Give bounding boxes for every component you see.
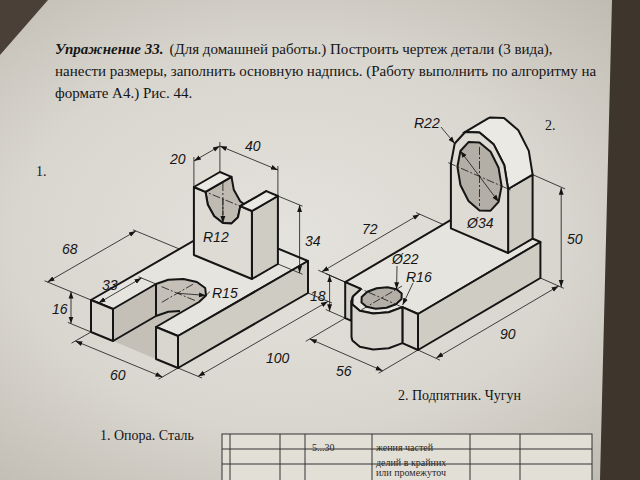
label-holder: 68 bbox=[62, 240, 78, 258]
dimension: 50 bbox=[567, 231, 583, 247]
part-thrust-bearing bbox=[345, 118, 540, 350]
label-holder: жения частей bbox=[376, 437, 433, 455]
dimension: 33 bbox=[102, 277, 118, 293]
label-holder: 72 bbox=[362, 220, 378, 238]
dimension: 40 bbox=[245, 138, 261, 154]
label-holder: 33 bbox=[102, 276, 118, 294]
label-holder: 100 bbox=[266, 349, 289, 367]
label-holder: 56 bbox=[336, 362, 352, 380]
label-holder: R15 bbox=[212, 284, 238, 302]
label-holder: 90 bbox=[500, 325, 516, 343]
table-cell: жения частей bbox=[376, 442, 433, 453]
label-holder: 34 bbox=[305, 232, 321, 250]
dimension: 16 bbox=[52, 301, 68, 317]
dimension: 56 bbox=[336, 363, 352, 379]
label-holder: R16 bbox=[406, 268, 432, 286]
diameter-dimension: Ø22 bbox=[392, 251, 418, 267]
label-holder: 5...30 bbox=[312, 437, 335, 455]
label-holder: 1. Опора. Сталь bbox=[100, 426, 194, 444]
radius-dimension: R16 bbox=[406, 269, 432, 285]
label-holder: 40 bbox=[245, 137, 261, 155]
dimension: 100 bbox=[266, 350, 289, 366]
figure-number: 2. bbox=[545, 118, 556, 133]
label-holder: Ø22 bbox=[392, 250, 418, 268]
radius-dimension: R22 bbox=[414, 115, 440, 131]
label-holder: 50 bbox=[567, 230, 583, 248]
dimension: 18 bbox=[310, 288, 326, 304]
label-holder: 16 bbox=[52, 300, 68, 318]
shadow-edge bbox=[600, 0, 640, 480]
radius-dimension: R15 bbox=[212, 285, 238, 301]
dimension: 68 bbox=[62, 241, 78, 257]
figure-number: 1. bbox=[36, 164, 47, 179]
dimension-lines bbox=[45, 142, 332, 379]
dimension: 60 bbox=[110, 367, 126, 383]
heading-block: Упражнение 33.(Для домашней работы.) Пос… bbox=[55, 38, 605, 104]
table-grid bbox=[222, 434, 592, 480]
table-cell: 5...30 bbox=[312, 442, 335, 453]
part-caption: 2. Подпятник. Чугун bbox=[398, 388, 521, 403]
label-holder: 20 bbox=[170, 150, 186, 168]
label-holder: 60 bbox=[110, 366, 126, 384]
table-cell: или промежуточ bbox=[376, 467, 446, 478]
label-holder: 1. bbox=[36, 162, 47, 180]
center-lines bbox=[160, 183, 246, 302]
part-support bbox=[91, 172, 308, 368]
dimension-lines bbox=[306, 127, 565, 373]
label-holder: 2. Подпятник. Чугун bbox=[398, 386, 521, 404]
center-lines bbox=[361, 147, 511, 310]
dimension: 20 bbox=[170, 151, 186, 167]
exercise-title: Упражнение 33. bbox=[55, 41, 163, 57]
diameter-dimension: Ø34 bbox=[467, 215, 493, 231]
radius-dimension: R12 bbox=[203, 229, 229, 245]
label-holder: R22 bbox=[414, 114, 440, 132]
label-holder: Ø34 bbox=[467, 214, 493, 232]
dimension: 34 bbox=[305, 233, 321, 249]
dimension: 90 bbox=[500, 326, 516, 342]
table-cell: делий в крайних bbox=[376, 457, 446, 468]
label-holder: 2. bbox=[545, 116, 556, 134]
part-caption: 1. Опора. Сталь bbox=[100, 428, 194, 443]
shadow-corner bbox=[0, 0, 48, 55]
dimension: 72 bbox=[362, 221, 378, 237]
label-holder: 18 bbox=[310, 287, 326, 305]
label-holder: R12 bbox=[203, 228, 229, 246]
